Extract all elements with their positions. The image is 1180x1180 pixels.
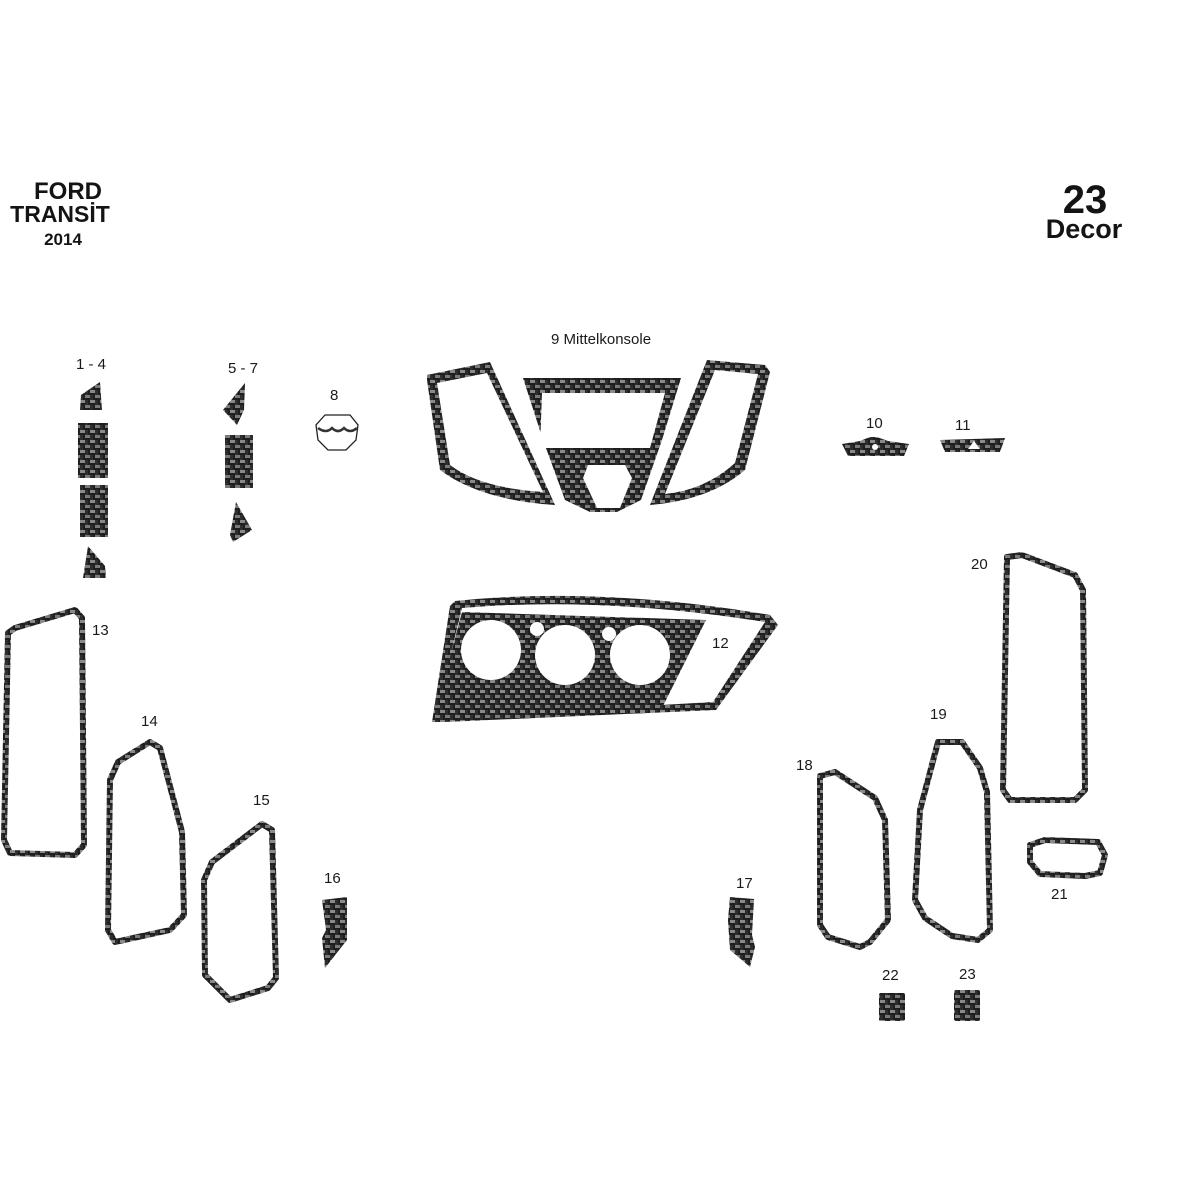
part-18[interactable] xyxy=(817,769,891,950)
part-11[interactable] xyxy=(940,438,1005,452)
part-10[interactable] xyxy=(842,437,909,456)
part-14[interactable] xyxy=(105,739,187,945)
label-part-19: 19 xyxy=(930,706,947,723)
part-22[interactable] xyxy=(879,993,905,1021)
label-part-10: 10 xyxy=(866,415,883,432)
label-part-1-4: 1 - 4 xyxy=(76,356,107,373)
label-part-18: 18 xyxy=(796,757,813,774)
part-19[interactable] xyxy=(912,739,993,943)
label-part-8: 8 xyxy=(330,387,339,404)
part-8[interactable] xyxy=(315,414,359,451)
part-5-7[interactable] xyxy=(223,383,253,542)
part-1-4[interactable] xyxy=(78,382,108,578)
part-9-mittelkonsole[interactable] xyxy=(427,360,770,512)
label-part-11: 11 xyxy=(955,417,971,434)
part-21[interactable] xyxy=(1027,837,1108,879)
vehicle-make: FORD xyxy=(34,178,102,205)
part-23[interactable] xyxy=(954,990,980,1021)
label-part-23: 23 xyxy=(959,966,976,983)
part-12[interactable] xyxy=(432,595,778,722)
label-part-14: 14 xyxy=(141,713,158,730)
vehicle-year: 2014 xyxy=(44,230,82,249)
vehicle-model: TRANSİT xyxy=(10,201,110,227)
label-part-12: 12 xyxy=(712,635,729,652)
label-part-9: 9 Mittelkonsole xyxy=(551,331,652,348)
label-part-22: 22 xyxy=(882,967,899,984)
part-16[interactable] xyxy=(322,897,347,968)
label-part-21: 21 xyxy=(1051,886,1068,903)
part-13[interactable] xyxy=(1,607,87,858)
part-15[interactable] xyxy=(201,821,279,1003)
label-part-16: 16 xyxy=(324,870,341,887)
part-20[interactable] xyxy=(1000,552,1088,803)
label-part-13: 13 xyxy=(92,622,109,639)
label-part-20: 20 xyxy=(971,556,988,573)
label-part-17: 17 xyxy=(736,875,753,892)
kit-name: Decor xyxy=(1045,214,1123,244)
part-17[interactable] xyxy=(728,897,755,967)
label-part-15: 15 xyxy=(253,792,270,809)
parts-count: 23 xyxy=(1062,178,1108,222)
label-part-5-7: 5 - 7 xyxy=(228,360,259,377)
